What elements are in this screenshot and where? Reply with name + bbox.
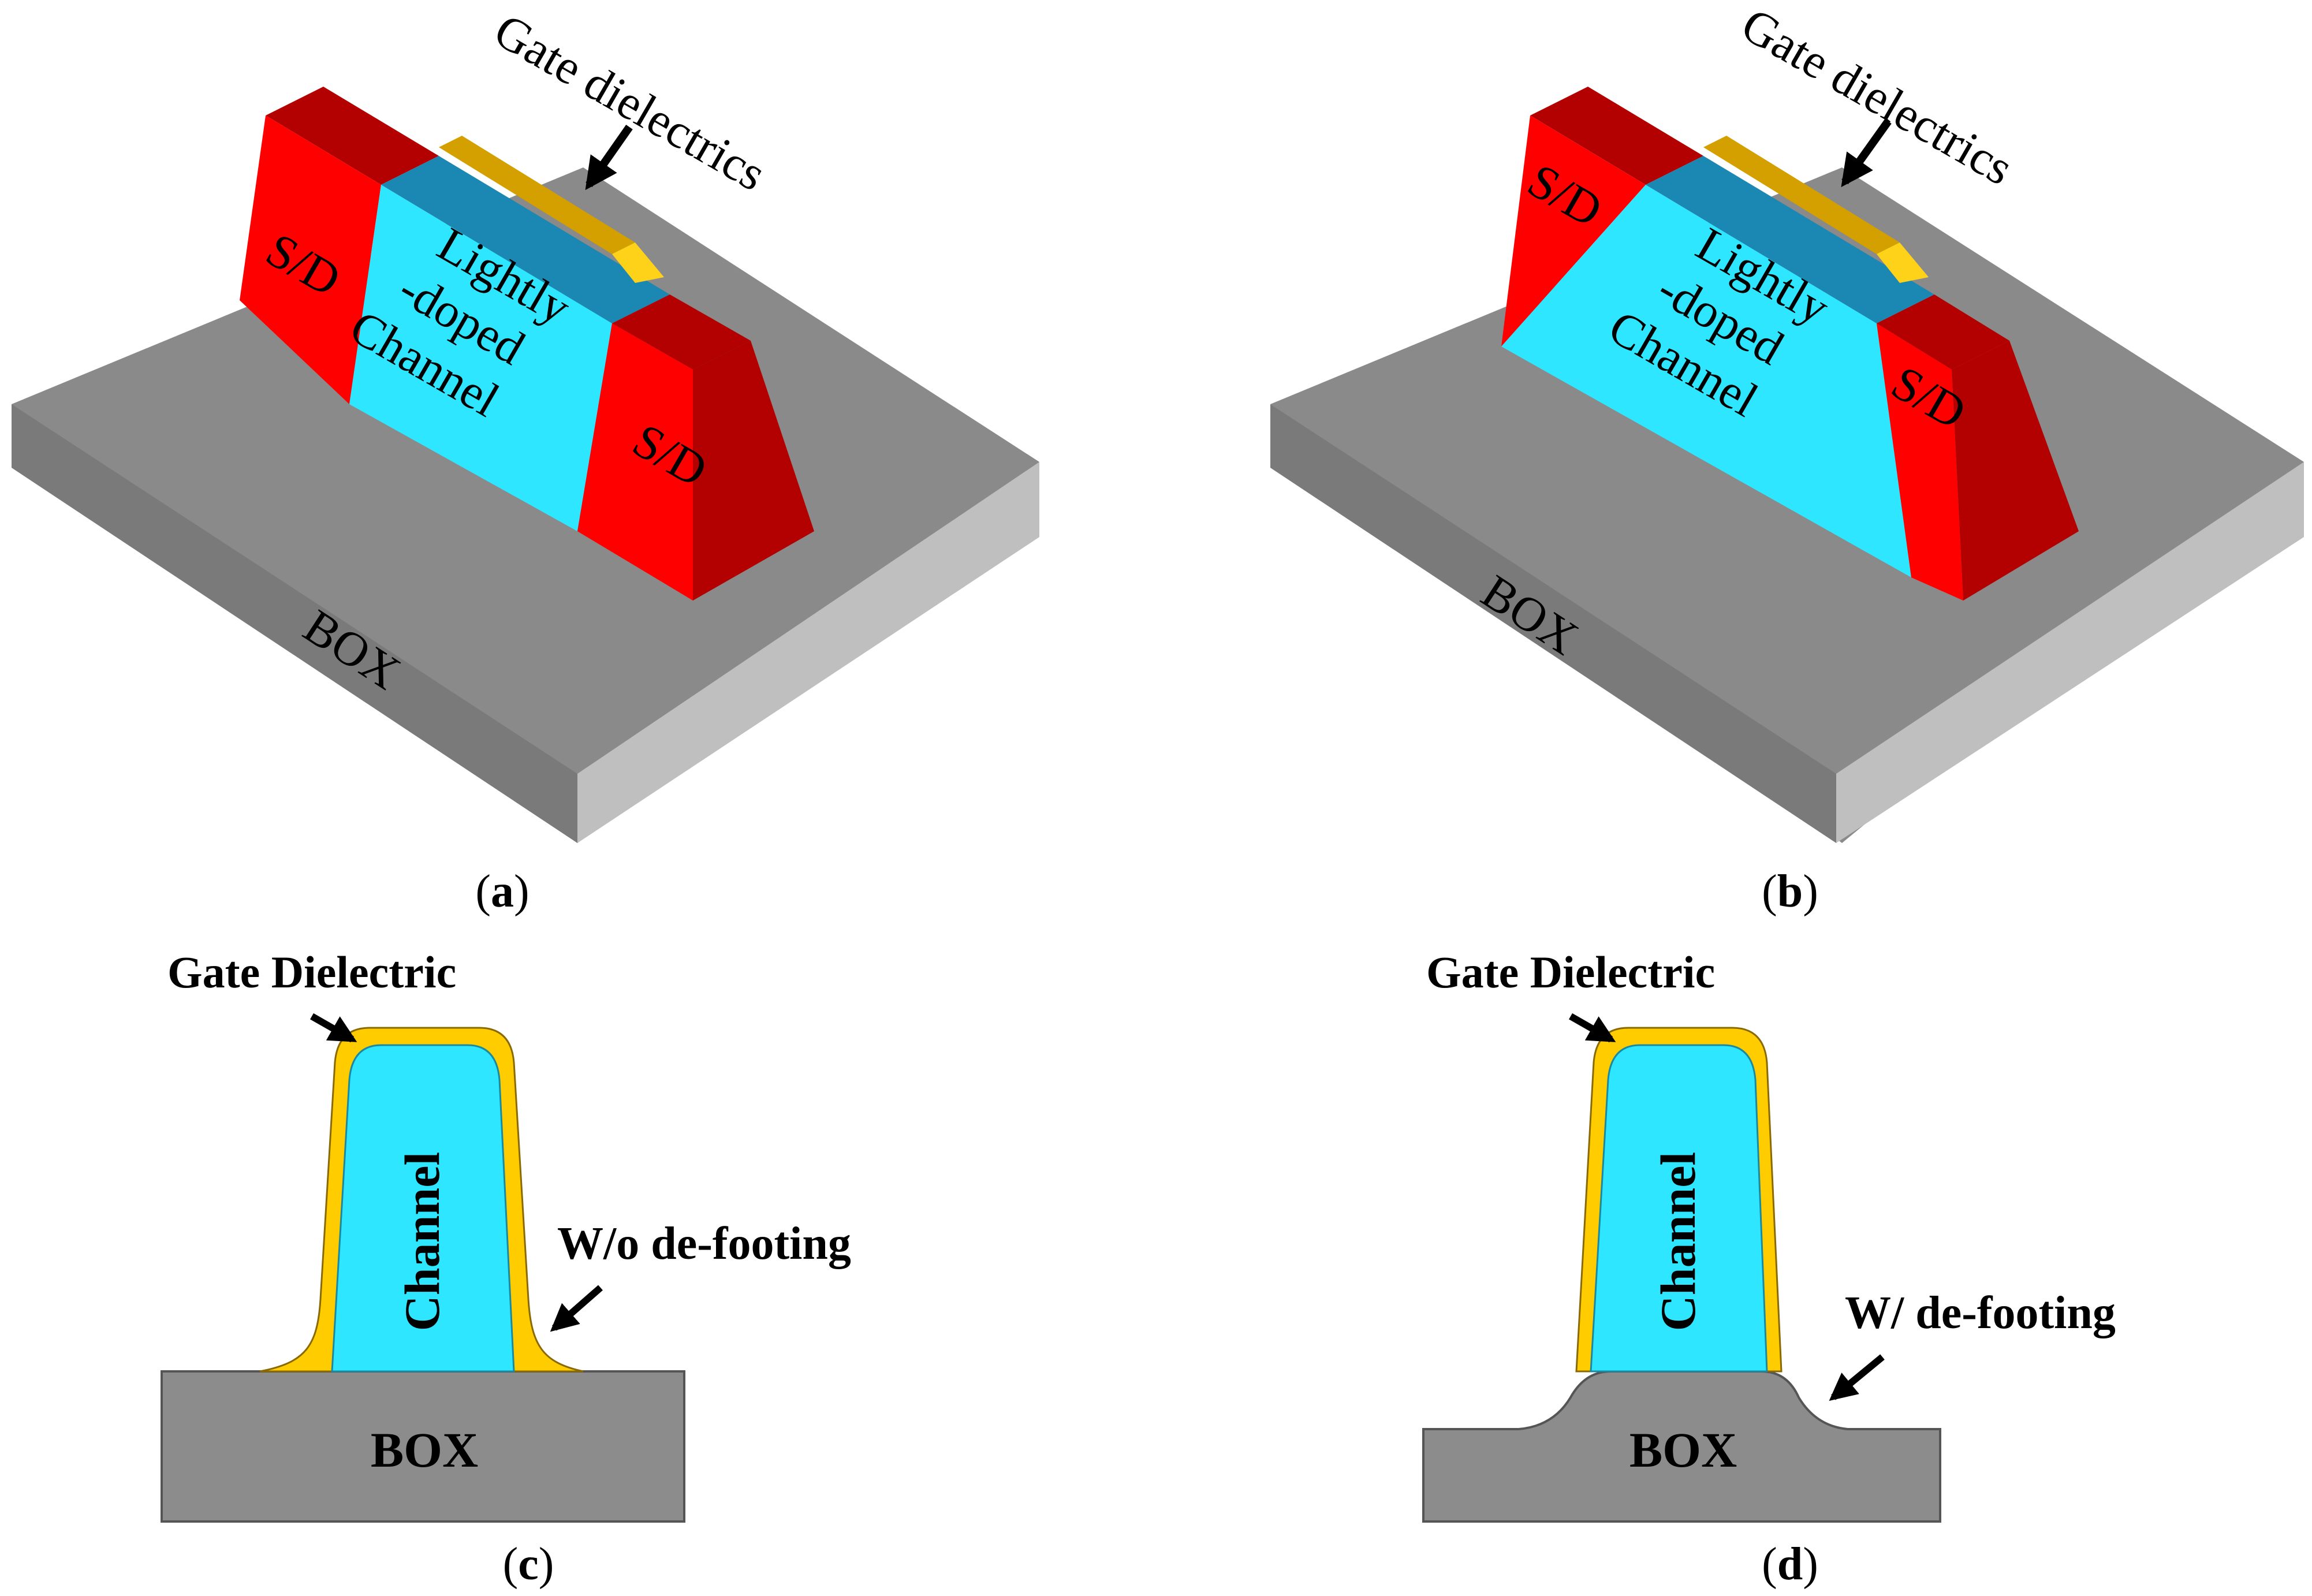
sd-left-front <box>1501 115 1646 346</box>
channel-top <box>1646 156 1934 323</box>
gate-arrow <box>1841 118 1892 188</box>
channel-front <box>349 185 612 531</box>
panel-c: BOX Channel Gate Dielectric W/o de-footi… <box>161 947 851 1590</box>
gate-side <box>612 243 664 283</box>
box-side-face <box>577 462 1039 843</box>
panel-d: BOX Channel Gate Dielectric W/ de-footin… <box>1422 947 2116 1590</box>
caption-a: (a) <box>475 866 529 917</box>
sd-left-top <box>1530 87 1703 185</box>
sd-right-top <box>612 294 751 370</box>
panel-b: BOX S/D S/D Lightly -doped Channel Gate … <box>1270 0 2304 917</box>
caption-d: (d) <box>1762 1539 1818 1590</box>
channel-front <box>1501 185 1911 577</box>
gate-label: Gate Dielectric <box>167 947 456 997</box>
box-front-face-main <box>1270 404 1836 843</box>
box-top-face <box>12 167 1039 843</box>
gate-label: Gate dielectrics <box>486 3 775 202</box>
gate-arrow <box>585 124 633 191</box>
box-side-face <box>1836 462 2304 843</box>
panel-a: BOX S/D S/D Lightly -doped Channel Gate … <box>12 3 1039 917</box>
box-front-face-main <box>12 404 577 843</box>
footing-label: W/o de-footing <box>557 1218 851 1269</box>
sd-right-front <box>1877 323 1963 601</box>
box-label: BOX <box>371 1422 478 1478</box>
gate-top <box>1703 136 1900 254</box>
footing-arrow <box>550 1285 603 1332</box>
gate-arrow <box>1569 1013 1616 1043</box>
gate-side <box>1877 243 1929 283</box>
gate-arrow <box>310 1013 357 1043</box>
box-label: BOX <box>1629 1422 1737 1478</box>
sd-right-side <box>1952 341 2079 601</box>
sd-right-front <box>577 323 693 601</box>
channel-label: Channel <box>394 1152 450 1332</box>
gate-top <box>439 136 635 254</box>
channel-top <box>381 156 670 323</box>
sd-right-top <box>1877 294 2009 370</box>
gate-label: Gate Dielectric <box>1426 947 1715 997</box>
sd-left-top <box>266 87 439 185</box>
footing-arrow <box>1829 1354 1885 1401</box>
footing-label: W/ de-footing <box>1845 1288 2116 1338</box>
channel-body <box>1590 1044 1768 1373</box>
caption-b: (b) <box>1762 866 1818 917</box>
caption-c: (c) <box>503 1539 554 1590</box>
sd-left-front <box>240 115 381 404</box>
channel-body <box>331 1044 515 1373</box>
channel-label: Channel <box>1650 1152 1706 1332</box>
sd-right-side <box>693 341 814 601</box>
